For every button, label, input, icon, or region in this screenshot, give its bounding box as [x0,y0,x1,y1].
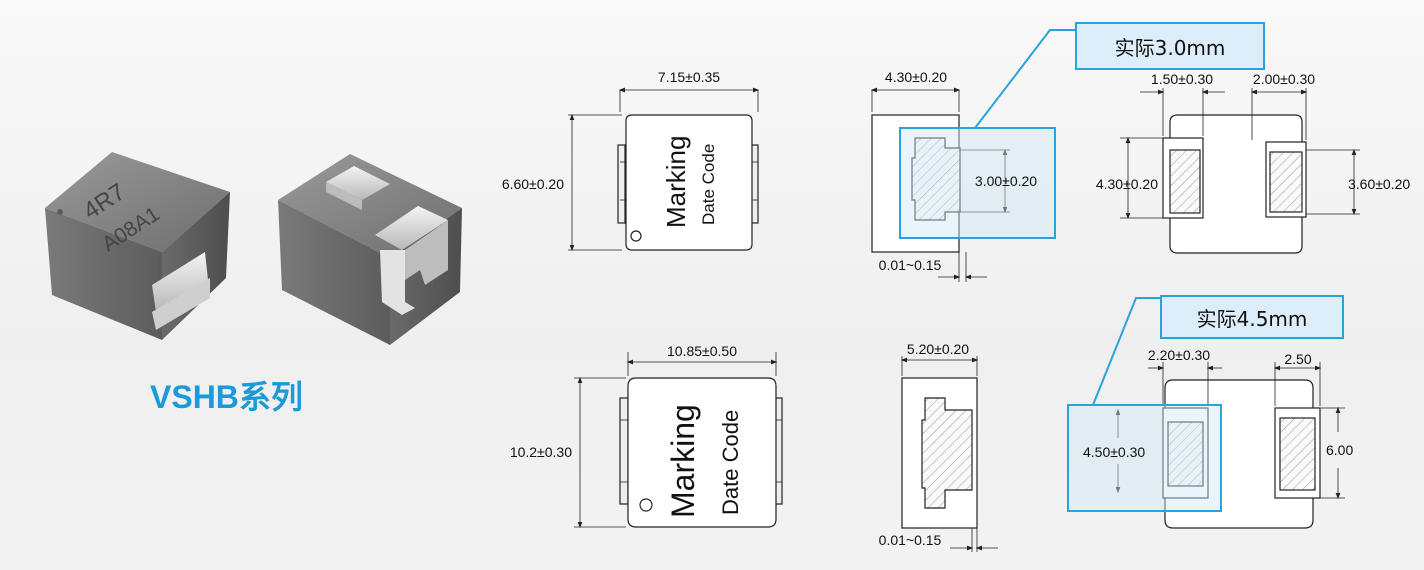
large-pad-w1-label: 2.20±0.30 [1148,347,1210,363]
inductor-back-view [278,154,462,345]
large-pad-height-left-label: 4.50±0.30 [1083,444,1145,460]
large-top-view [574,352,783,529]
large-date-code-label: Date Code [718,410,743,515]
small-date-code-label: Date Code [699,144,718,225]
large-side-width-label: 5.20±0.20 [907,341,969,357]
small-side-gap-label: 0.01~0.15 [879,257,942,273]
inductor-front-view: 4R7 A08A1 [45,152,230,340]
small-pad-w2-label: 2.00±0.30 [1253,71,1315,87]
large-pad-view [1115,362,1345,529]
large-callout [1067,297,1222,512]
small-top-view [568,87,760,252]
small-pad-w1-label: 1.50±0.30 [1151,71,1213,87]
product-photo: 4R7 A08A1 [45,152,462,345]
small-side-terminal-label: 3.00±0.20 [975,173,1037,189]
small-top-height-label: 6.60±0.20 [502,176,564,192]
large-top-height-label: 10.2±0.30 [510,444,572,460]
large-top-width-label: 10.85±0.50 [667,343,737,359]
large-pad-height-right-label: 6.00 [1326,442,1353,458]
large-side-gap-label: 0.01~0.15 [879,532,942,548]
small-callout-label: 实际3.0mm [1075,22,1265,70]
large-callout-label: 实际4.5mm [1160,295,1344,339]
small-pad-height-right-label: 3.60±0.20 [1348,176,1410,192]
small-top-width-label: 7.15±0.35 [658,69,720,85]
small-marking-label: Marking [661,136,691,228]
small-side-view [870,87,1010,282]
large-marking-label: Marking [665,404,701,518]
large-side-view [900,356,998,552]
series-title: VSHB系列 [150,379,303,415]
small-side-width-label: 4.30±0.20 [885,69,947,85]
small-pad-height-left-label: 4.30±0.20 [1096,176,1158,192]
small-callout [899,29,1075,239]
large-pad-w2-label: 2.50 [1284,351,1311,367]
small-pad-view [1120,88,1360,254]
